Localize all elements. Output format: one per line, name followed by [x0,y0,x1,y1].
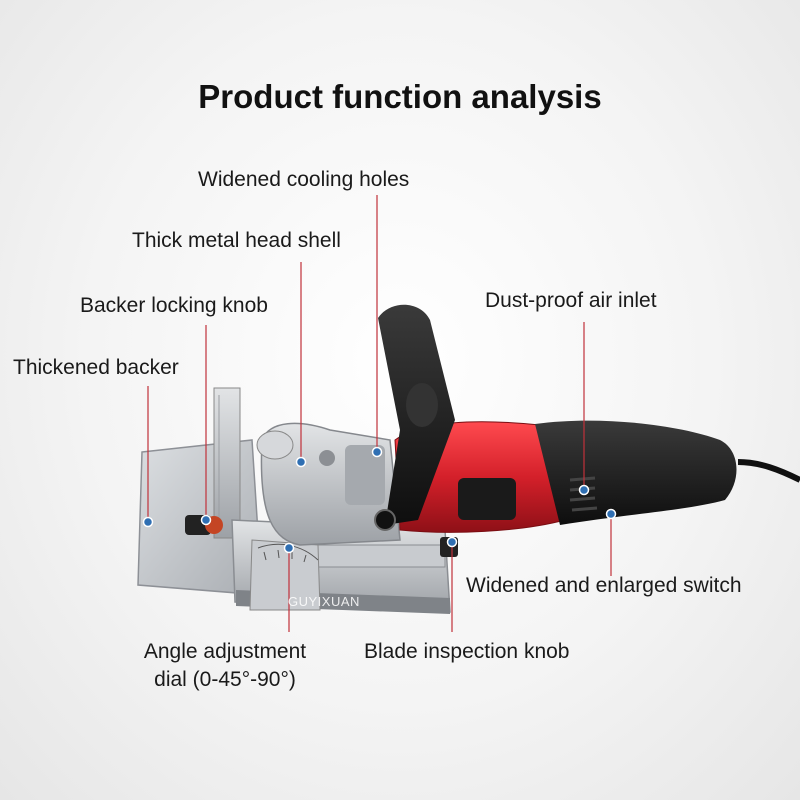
label-blade-knob: Blade inspection knob [364,640,570,663]
leader-lines [147,195,612,632]
marker-dots [142,446,617,554]
label-switch: Widened and enlarged switch [466,574,742,597]
rear-grip [535,420,737,525]
metal-head-shell [256,422,401,546]
label-angle-dial-line1: Angle adjustment [143,640,307,663]
top-handle [374,304,455,531]
label-head-shell: Thick metal head shell [132,229,341,252]
page-title: Product function analysis [198,78,602,115]
label-locking-knob: Backer locking knob [80,294,268,317]
label-air-inlet: Dust-proof air inlet [485,289,657,312]
label-angle-dial-line2: dial (0-45°-90°) [154,668,296,691]
switch-plate [458,478,516,520]
label-cooling-holes: Widened cooling holes [198,168,410,191]
watermark-text: GUYIXUAN [288,594,360,609]
power-cord [737,459,800,483]
label-angle-dial: Angle adjustment dial (0-45°-90°) [130,638,320,694]
label-backer: Thickened backer [13,356,179,379]
